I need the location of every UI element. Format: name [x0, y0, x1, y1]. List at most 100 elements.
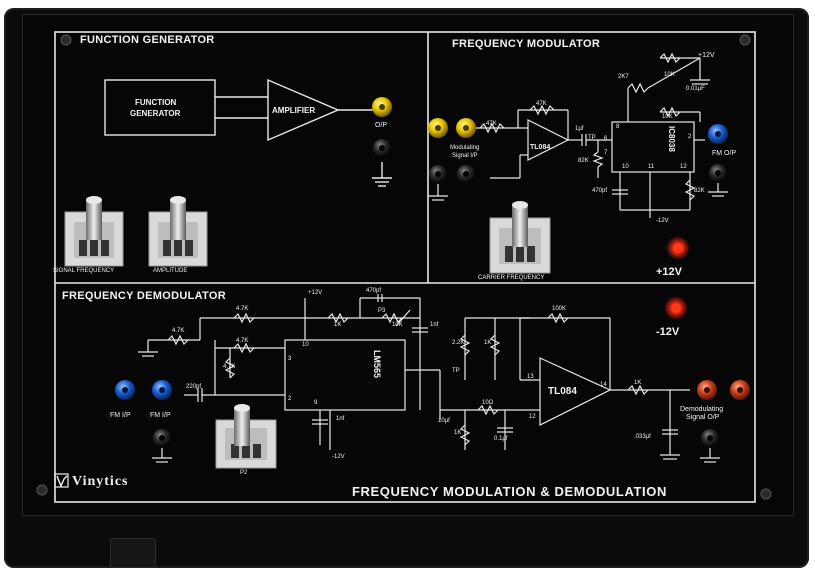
label-cap-1nf-b: 1nf: [336, 416, 345, 422]
label-pin6: 6: [604, 136, 608, 142]
label-tp-demod: TP: [452, 368, 460, 374]
label-pin10: 10: [622, 164, 629, 170]
label-signal-ip: Signal I/P: [452, 153, 478, 159]
label-carrier-frequency: CARRIER FREQUENCY: [478, 275, 545, 281]
socket-fm-output-black[interactable]: [709, 164, 727, 182]
label-pin2: 2: [688, 134, 692, 140]
label-r-10ohm: 10Ω: [482, 400, 494, 406]
label-plus12-indicator: +12V: [656, 266, 682, 278]
label-minus12-demod: -12V: [332, 454, 345, 460]
label-r-10k-demod: 10K: [392, 322, 403, 328]
label-signal-op: Signal O/P: [686, 414, 720, 421]
label-p2: P2: [240, 470, 248, 476]
label-amplitude: AMPLITUDE: [153, 268, 188, 274]
socket-demod-output-red-2[interactable]: [730, 380, 750, 400]
label-pin10-demod: 10: [302, 342, 309, 348]
label-r-1k-d: 1K: [634, 380, 642, 386]
label-r-1k-c: 1K: [454, 430, 462, 436]
label-r-82k-a: 82K: [578, 158, 589, 164]
section-title-frequency-demodulator: FREQUENCY DEMODULATOR: [62, 290, 226, 302]
label-minus12-indicator: -12V: [656, 326, 680, 338]
label-pin13: 13: [527, 374, 534, 380]
label-modulating: Modulating: [450, 145, 480, 151]
brand-name: Vinytics: [72, 474, 129, 489]
label-r-1k-a: 1K: [334, 322, 342, 328]
label-r-82k-b: 82K: [694, 188, 705, 194]
label-cap-033uf: .033µf: [634, 434, 651, 440]
socket-fm-input-blue-1[interactable]: [115, 380, 135, 400]
section-title-frequency-modulator: FREQUENCY MODULATOR: [452, 38, 601, 50]
section-title-function-generator: FUNCTION GENERATOR: [80, 34, 215, 46]
label-r-4k7-d: 4.7K: [223, 364, 236, 370]
block-label-function: FUNCTION: [135, 98, 177, 107]
ground-icon: [152, 183, 728, 463]
label-tl084-mod: TL084: [530, 144, 551, 151]
label-tl084-demod: TL084: [548, 386, 577, 397]
label-lm565: LM565: [372, 350, 382, 379]
vinytics-logo-icon: [54, 473, 69, 488]
led-minus12: [664, 296, 688, 320]
block-label-generator: GENERATOR: [130, 109, 181, 118]
pot-amplitude[interactable]: [148, 196, 208, 267]
label-cap-220pf: 220pf: [186, 384, 202, 390]
label-pin8: 8: [616, 124, 620, 130]
label-pin7: 7: [604, 150, 608, 156]
label-r-10k-top: 10K: [664, 72, 675, 78]
label-fm-input-1: FM I/P: [110, 412, 131, 419]
socket-mod-input-yellow-1[interactable]: [428, 118, 448, 138]
label-r-1k-b: 1K: [484, 340, 492, 346]
pot-signal-frequency[interactable]: [64, 196, 124, 267]
label-cap-001uf: 0.01µF: [686, 86, 705, 92]
panel-main-title: FREQUENCY MODULATION & DEMODULATION: [352, 484, 667, 499]
label-output: O/P: [375, 122, 388, 129]
pot-carrier-frequency[interactable]: [489, 201, 551, 274]
label-cap-470pf-mod: 470pf: [592, 188, 608, 194]
label-r-2k7: 2K7: [618, 74, 629, 80]
label-r-10k-mid: 10K: [662, 114, 673, 120]
label-r-100k: 100K: [552, 306, 567, 312]
label-fm-output: FM O/P: [712, 150, 737, 157]
label-cap-1nf-a: 1nf: [430, 322, 439, 328]
label-cap-01uf: 0.1µf: [494, 436, 508, 442]
label-r-4k7-c: 4.7K: [236, 338, 249, 344]
block-label-amplifier: AMPLIFIER: [272, 106, 316, 115]
label-plus12-demod: +12V: [308, 290, 323, 296]
label-cap-10uf: 10µf: [438, 418, 450, 424]
label-signal-frequency: SIGNAL FREQUENCY: [53, 268, 115, 274]
socket-mod-input-black-2[interactable]: [457, 165, 475, 183]
pot-p2[interactable]: [215, 404, 277, 469]
socket-mod-input-black-1[interactable]: [429, 165, 447, 183]
label-minus12-mod: -12V: [656, 218, 669, 224]
label-ic8038: IC8038: [667, 126, 676, 152]
socket-fm-output-blue[interactable]: [708, 124, 728, 144]
label-pin12: 12: [680, 164, 687, 170]
label-cap-1uf: 1µf: [575, 126, 584, 132]
socket-fm-input-black[interactable]: [153, 429, 171, 447]
label-r-4k7-b: 4.7K: [172, 328, 185, 334]
label-tp-mod: TP: [588, 135, 596, 141]
label-pin3: 3: [288, 356, 292, 362]
socket-fm-input-blue-2[interactable]: [152, 380, 172, 400]
label-pin11: 11: [648, 164, 655, 170]
case-latch: [110, 538, 156, 568]
socket-demod-output-black[interactable]: [701, 429, 719, 447]
label-r-47k-a: 47K: [486, 121, 497, 127]
led-plus12: [666, 236, 690, 260]
socket-fg-output-yellow[interactable]: [372, 97, 392, 117]
label-plus12-mod: +12V: [698, 52, 715, 59]
label-r-4k7-a: 4.7K: [236, 306, 249, 312]
label-pin12-demod: 12: [529, 414, 536, 420]
label-pin9: 9: [314, 400, 318, 406]
socket-fg-output-black[interactable]: [373, 139, 391, 157]
label-demodulating: Demodulating: [680, 406, 724, 413]
label-pin14: 14: [600, 382, 607, 388]
socket-demod-output-red-1[interactable]: [697, 380, 717, 400]
label-fm-input-2: FM I/P: [150, 412, 171, 419]
label-pin2-demod: 2: [288, 396, 292, 402]
socket-mod-input-yellow-2[interactable]: [456, 118, 476, 138]
label-p3: P3: [378, 308, 386, 314]
label-r-47k-b: 47K: [536, 101, 547, 107]
label-r-22k: 2.2K: [452, 340, 465, 346]
label-cap-470pf-demod: 470pf: [366, 288, 382, 294]
